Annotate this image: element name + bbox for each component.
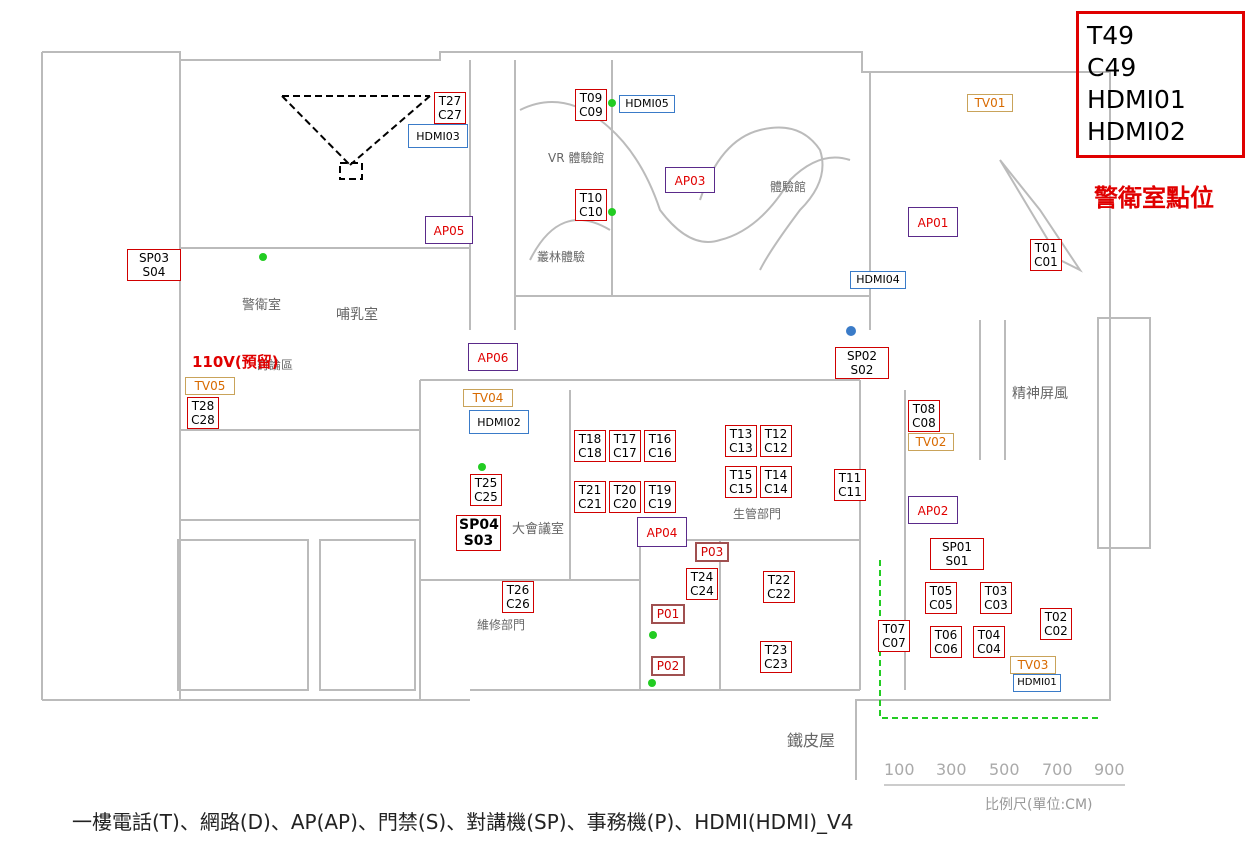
scale-units: 比例尺(單位:CM): [985, 797, 1093, 813]
hdmi-HDMI01: HDMI01: [1013, 674, 1061, 692]
room-production: 生管部門: [733, 507, 782, 521]
printer-P01: P01: [651, 604, 685, 624]
legend-title: 警衛室點位: [1094, 184, 1214, 212]
tv-TV03: TV03: [1010, 656, 1056, 674]
room-jungle: 叢林體驗: [537, 250, 586, 264]
guard-room-legend: T49 C49 HDMI01 HDMI02: [1076, 11, 1245, 158]
room-discussion: 討論區: [257, 358, 294, 372]
room-vr-experience: VR 體驗館: [548, 151, 605, 165]
printer-P02: P02: [651, 656, 685, 676]
plan-caption: 一樓電話(T)、網路(D)、AP(AP)、門禁(S)、對講機(SP)、事務機(P…: [72, 810, 854, 834]
room-maintenance: 維修部門: [477, 618, 526, 632]
ap-AP06: AP06: [468, 343, 518, 371]
room-experience: 體驗館: [770, 180, 807, 194]
hdmi-HDMI02: HDMI02: [469, 410, 529, 434]
ap-AP02: AP02: [908, 496, 958, 524]
tv-TV01: TV01: [967, 94, 1013, 112]
legend-line: T49: [1087, 21, 1135, 50]
room-meeting: 大會議室: [512, 522, 565, 537]
reserve-note: 110V(預留): [192, 353, 279, 371]
legend-line: C49: [1087, 53, 1137, 82]
hdmi-HDMI05: HDMI05: [619, 95, 675, 113]
hdmi-HDMI03: HDMI03: [408, 124, 468, 148]
tv-TV05: TV05: [185, 377, 235, 395]
ap-AP05: AP05: [425, 216, 473, 244]
legend-line: HDMI02: [1087, 117, 1186, 146]
scale-tick: 100: [884, 760, 915, 779]
legend-line: HDMI01: [1087, 85, 1186, 114]
room-guard: 警衛室: [242, 298, 282, 313]
ap-AP03: AP03: [665, 167, 715, 193]
tv-TV02: TV02: [908, 433, 954, 451]
scale-tick: 500: [989, 760, 1020, 779]
tv-TV04: TV04: [463, 389, 513, 407]
scale-tick: 900: [1094, 760, 1125, 779]
printer-P03: P03: [695, 542, 729, 562]
room-tin-house: 鐵皮屋: [787, 731, 836, 750]
room-nursing: 哺乳室: [336, 307, 378, 323]
ap-AP01: AP01: [908, 207, 958, 237]
hdmi-HDMI04: HDMI04: [850, 271, 906, 289]
room-spirit-screen: 精神屏風: [1012, 386, 1068, 402]
ap-AP04: AP04: [637, 517, 687, 547]
scale-tick: 700: [1042, 760, 1073, 779]
scale-tick: 300: [936, 760, 967, 779]
